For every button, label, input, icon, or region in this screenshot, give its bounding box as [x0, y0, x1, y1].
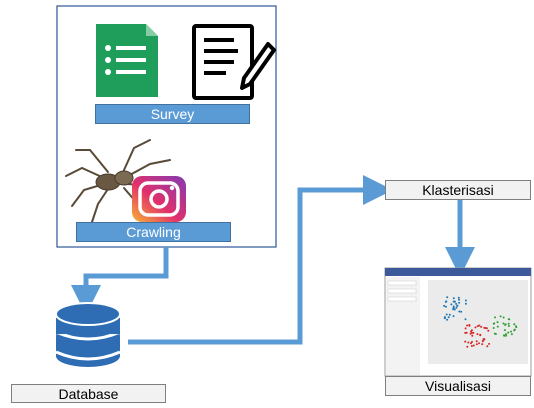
visualisasi-label: Visualisasi [385, 376, 531, 396]
scatter-dot [488, 342, 491, 345]
scatter-dot [494, 316, 496, 319]
scatter-dot [502, 316, 505, 319]
scatter-dot [443, 317, 446, 320]
scatter-dot [446, 296, 449, 299]
scatter-dot [472, 331, 475, 334]
scatter-dot [470, 345, 473, 347]
scatter-dot [487, 329, 490, 332]
scatter-dot [510, 330, 512, 333]
scatter-dot [507, 322, 510, 325]
scatter-dot [450, 303, 453, 306]
scatter-dot [480, 325, 483, 328]
scatter-dot [455, 306, 458, 309]
scatter-dot [494, 333, 497, 335]
scatter-dot [464, 340, 467, 343]
scatter-dot [499, 315, 502, 318]
scatter-dot [448, 313, 451, 316]
scatter-dot [464, 299, 467, 302]
scatter-dot [465, 331, 468, 334]
scatter-dot [443, 304, 446, 307]
scatter-dot [474, 326, 477, 329]
scatter-dot [475, 340, 478, 343]
scatter-dot [471, 331, 473, 334]
crawling-label: Crawling [76, 222, 231, 242]
scatter-dot [479, 334, 482, 337]
scatter-dot [470, 330, 472, 333]
scatter-dot [513, 323, 516, 326]
scatter-dot [453, 308, 456, 311]
scatter-dot [452, 297, 455, 300]
scatter-dot [464, 318, 467, 321]
scatter-dot [468, 324, 471, 326]
scatter-dot [458, 301, 461, 304]
scatter-dot [482, 338, 485, 341]
scatter-dot [476, 333, 479, 336]
scatter-dot [446, 318, 449, 321]
scatter-dot [504, 323, 507, 326]
scatter-dot [475, 343, 478, 346]
scatter-dot [503, 334, 506, 337]
klasterisasi-label: Klasterisasi [385, 180, 531, 200]
scatter-dot [496, 325, 499, 328]
scatter-dot [484, 327, 487, 329]
scatter-dot [503, 329, 506, 332]
scatter-dot [486, 345, 489, 348]
scatter-dot [455, 302, 458, 305]
scatter-dot [466, 324, 469, 327]
scatter-dot [471, 340, 473, 343]
scatter-dot [464, 331, 467, 334]
document-pen-icon [192, 24, 276, 100]
database-to-klasterisasi-arrow [128, 175, 393, 345]
scatter-plot-screenshot [384, 267, 532, 377]
scatter-dot [510, 333, 513, 336]
scatter-dot [453, 300, 456, 303]
scatter-dot [464, 327, 467, 330]
scatter-dot [456, 304, 459, 307]
scatter-dot [507, 325, 510, 327]
scatter-dot [458, 298, 461, 301]
scatter-dot [470, 342, 472, 345]
scatter-dot [476, 325, 479, 328]
scatter-dot [507, 331, 510, 334]
database-label: Database [11, 384, 166, 403]
google-forms-icon [96, 24, 158, 97]
scatter-dot [471, 334, 474, 337]
scatter-dot [445, 313, 448, 316]
scatter-dot [457, 296, 460, 299]
scatter-dot [445, 300, 448, 303]
scatter-dot [492, 327, 495, 329]
scatter-dot [505, 333, 507, 336]
scatter-dot [508, 318, 511, 321]
scatter-dot [472, 344, 475, 347]
scatter-dot [502, 322, 505, 325]
scatter-dot [467, 341, 470, 344]
scatter-dot [505, 334, 508, 337]
scatter-dot [444, 305, 447, 308]
crawling-to-database-arrow [71, 247, 169, 315]
scatter-dot [515, 325, 517, 328]
scatter-dot [478, 324, 481, 327]
scatter-dot [447, 316, 450, 319]
scatter-dot [513, 329, 516, 332]
scatter-dot [464, 302, 467, 305]
scatter-dot [466, 345, 469, 348]
scatter-dot [452, 305, 455, 308]
scatter-dot [478, 342, 480, 345]
survey-label: Survey [95, 104, 250, 124]
scatter-dot [460, 310, 463, 313]
instagram-icon [132, 176, 186, 222]
scatter-dot [492, 322, 495, 325]
scatter-dot [481, 343, 484, 346]
scatter-dot [458, 310, 461, 313]
database-icon [55, 302, 121, 367]
scatter-dot [452, 315, 455, 318]
scatter-dot [496, 321, 499, 324]
